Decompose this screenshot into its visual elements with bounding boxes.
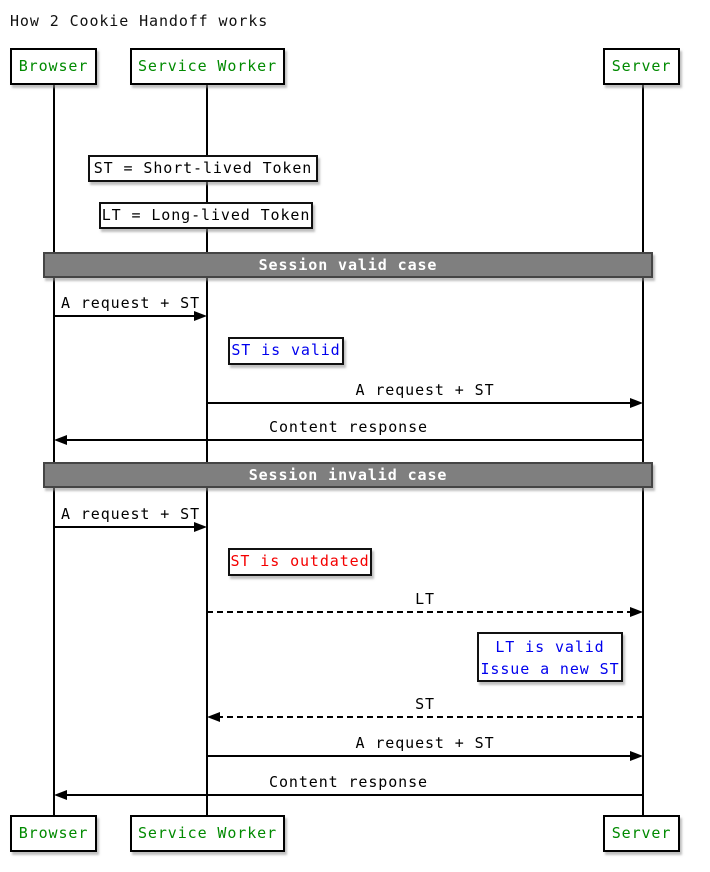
definition-note-1: LT = Long-lived Token <box>99 202 313 229</box>
section-bar-1: Session invalid case <box>43 462 653 488</box>
state-note-2-line-1: Issue a new ST <box>480 660 620 678</box>
actor-box-top-service-worker: Service Worker <box>130 48 285 85</box>
message-label-4: LT <box>415 590 435 608</box>
definition-note-0: ST = Short-lived Token <box>88 155 318 182</box>
lifeline-browser <box>53 85 55 815</box>
message-label-2: Content response <box>269 418 428 436</box>
message-arrowhead-2 <box>54 435 67 445</box>
message-line-0 <box>54 315 197 317</box>
message-arrowhead-4 <box>630 607 643 617</box>
message-line-5 <box>217 716 643 718</box>
message-line-6 <box>207 755 633 757</box>
message-arrowhead-6 <box>630 751 643 761</box>
message-line-3 <box>54 526 197 528</box>
message-label-5: ST <box>415 695 435 713</box>
message-label-7: Content response <box>269 773 428 791</box>
state-note-1-line-0: ST is outdated <box>230 552 370 570</box>
message-arrowhead-3 <box>194 522 207 532</box>
message-arrowhead-7 <box>54 790 67 800</box>
message-line-4 <box>207 611 633 613</box>
message-line-1 <box>207 402 633 404</box>
message-label-6: A request + ST <box>355 734 495 752</box>
actor-box-top-browser: Browser <box>10 48 97 85</box>
actor-box-bottom-browser: Browser <box>10 815 97 852</box>
lifeline-service-worker <box>206 85 208 815</box>
message-label-0: A request + ST <box>60 294 201 312</box>
state-note-0: ST is valid <box>228 337 344 365</box>
state-note-0-line-0: ST is valid <box>231 341 341 359</box>
actor-box-top-server: Server <box>603 48 680 85</box>
actor-box-bottom-server: Server <box>603 815 680 852</box>
section-bar-0: Session valid case <box>43 252 653 278</box>
state-note-2-line-0: LT is valid <box>495 638 605 656</box>
message-label-3: A request + ST <box>60 505 201 523</box>
message-label-1: A request + ST <box>355 381 495 399</box>
message-arrowhead-1 <box>630 398 643 408</box>
diagram-title: How 2 Cookie Handoff works <box>10 12 269 30</box>
lifeline-server <box>642 85 644 815</box>
message-arrowhead-5 <box>207 712 220 722</box>
message-line-2 <box>64 439 643 441</box>
actor-box-bottom-service-worker: Service Worker <box>130 815 285 852</box>
message-arrowhead-0 <box>194 311 207 321</box>
message-line-7 <box>64 794 643 796</box>
state-note-1: ST is outdated <box>228 548 372 576</box>
